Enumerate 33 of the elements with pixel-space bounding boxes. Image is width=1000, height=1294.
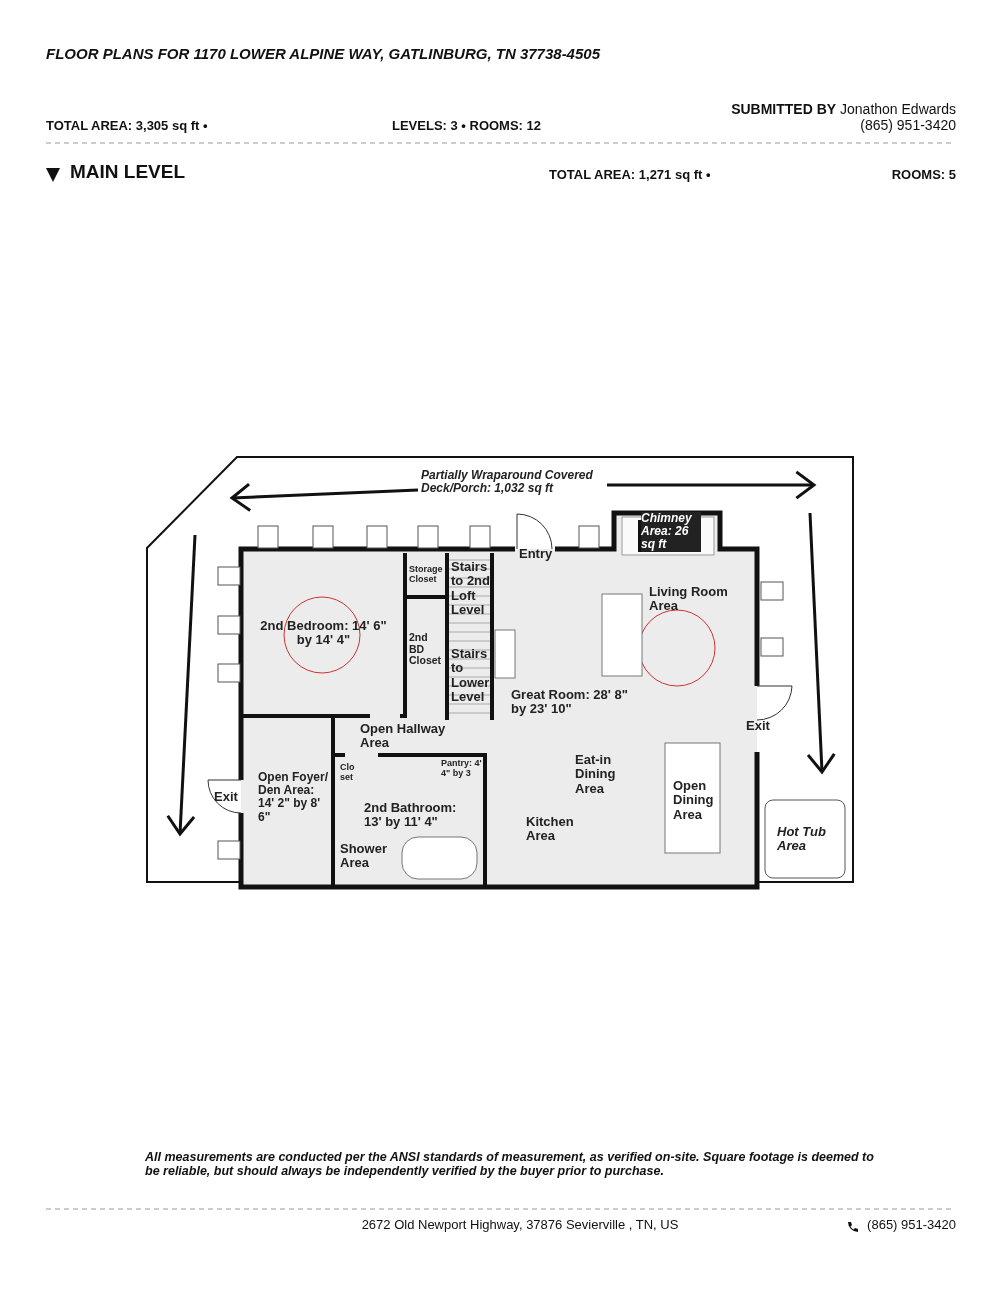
exit-label: Exit	[214, 790, 239, 805]
room-label: Eat-in Dining Area	[575, 753, 617, 796]
room-label: 2nd Bedroom: 14' 6" by 14' 4"	[259, 619, 388, 648]
room-label: Stairs to 2nd Loft Level	[451, 560, 491, 618]
door-label: Entry	[519, 547, 554, 562]
room-label: Shower Area	[340, 842, 388, 871]
room-label: 2nd BD Closet	[409, 632, 443, 667]
total-area-text: TOTAL AREA: 3,305 sq ft •	[46, 119, 209, 134]
levels-rooms-text: LEVELS: 3 • ROOMS: 12	[392, 119, 543, 134]
phone-number: (865) 951-3420	[866, 1218, 956, 1233]
room-label: Open Dining Area	[673, 779, 715, 822]
room-label: Open Foyer/ Den Area: 14' 2" by 8' 6"	[258, 771, 329, 824]
level-rooms-text: ROOMS: 5	[890, 168, 956, 183]
exit-label: Exit	[746, 719, 771, 734]
room-label: Stairs to Lower Level	[451, 647, 491, 705]
disclaimer-text: All measurements are conducted per the ANSI standards of measurement, as verified on-site. Square footage is deemed to be reliable, but should always be independently verified by the buyer prior to purchase.	[145, 1151, 875, 1179]
room-label: Clo set	[340, 763, 356, 783]
room-label: Kitchen Area	[526, 815, 575, 844]
room-label: Chimney Area: 26 sq ft	[641, 512, 701, 552]
address-text: 2672 Old Newport Highway, 37876 Sevierville , TN, US	[360, 1218, 680, 1233]
room-label: 2nd Bathroom: 13' by 11' 4"	[364, 801, 458, 830]
level-area-text: TOTAL AREA: 1,271 sq ft •	[549, 168, 712, 183]
deck-label: Partially Wraparound Covered Deck/Porch: 1,032 sq ft	[421, 469, 594, 496]
room-label: Pantry: 4' 4" by 3	[441, 759, 483, 779]
submitted-by-text: SUBMITTED BY Jonathon Edwards	[730, 102, 956, 118]
phone-number: (865) 951-3420	[859, 118, 956, 134]
page-title: FLOOR PLANS FOR 1170 LOWER ALPINE WAY, GATLINBURG, TN 37738-4505	[46, 46, 602, 63]
room-label: Open Hallway Area	[360, 722, 447, 751]
room-label: Hot Tub Area	[777, 825, 827, 854]
room-label: Great Room: 28' 8" by 23' 10"	[511, 688, 629, 717]
room-label: Living Room Area	[649, 585, 729, 614]
room-label: Storage Closet	[409, 565, 444, 585]
section-heading: MAIN LEVEL	[70, 162, 187, 183]
